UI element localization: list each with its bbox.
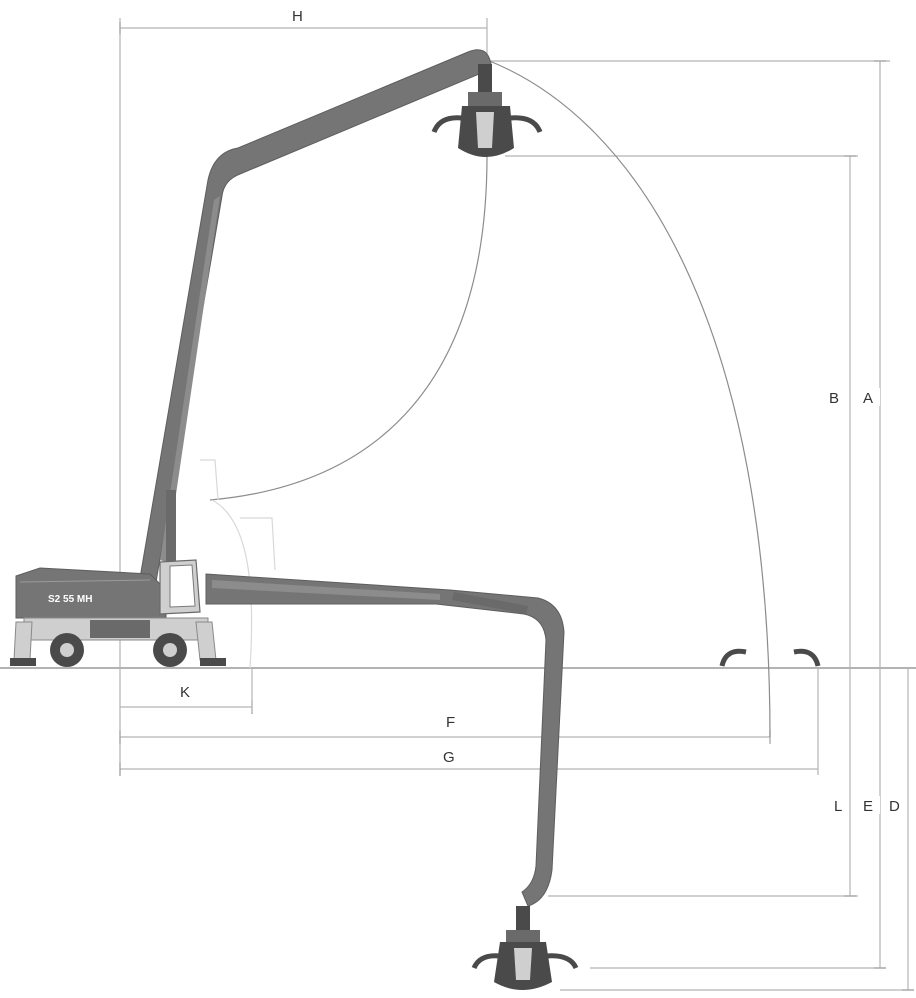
dimension-label-k: K — [180, 684, 190, 701]
dimension-a: A — [490, 60, 890, 668]
dimension-g: G — [119, 668, 819, 776]
dimension-label-d: D — [889, 798, 900, 815]
dimension-k: K — [120, 668, 253, 714]
dimension-f: F — [119, 714, 771, 744]
dimension-b: B — [505, 155, 858, 668]
lowered-boom — [205, 573, 565, 907]
upper-grapple-icon — [431, 64, 543, 157]
lower-grapple-icon — [471, 906, 579, 990]
dimension-e: E — [590, 668, 886, 969]
dimension-h: H — [119, 6, 488, 60]
dimension-label-g: G — [443, 749, 455, 766]
dimension-label-b: B — [829, 390, 839, 407]
dimension-d: D — [560, 668, 914, 991]
dimension-label-a: A — [863, 390, 873, 407]
raised-boom — [139, 49, 492, 583]
inner-reach-curve — [209, 155, 488, 501]
dimension-l: L — [548, 668, 858, 897]
dimension-label-f: F — [446, 714, 455, 731]
dimension-label-h: H — [292, 8, 303, 25]
machine-model-label: S2 55 MH — [48, 594, 92, 605]
ghost-outline — [211, 499, 253, 669]
dimension-label-l: L — [834, 798, 842, 815]
material-handler-machine: S2 55 MH — [10, 559, 226, 667]
dimension-label-e: E — [863, 798, 873, 815]
ghost-cab-outline — [200, 459, 276, 571]
grapple-jaws-ground-icon — [719, 648, 821, 667]
outer-reach-arc — [486, 59, 771, 738]
